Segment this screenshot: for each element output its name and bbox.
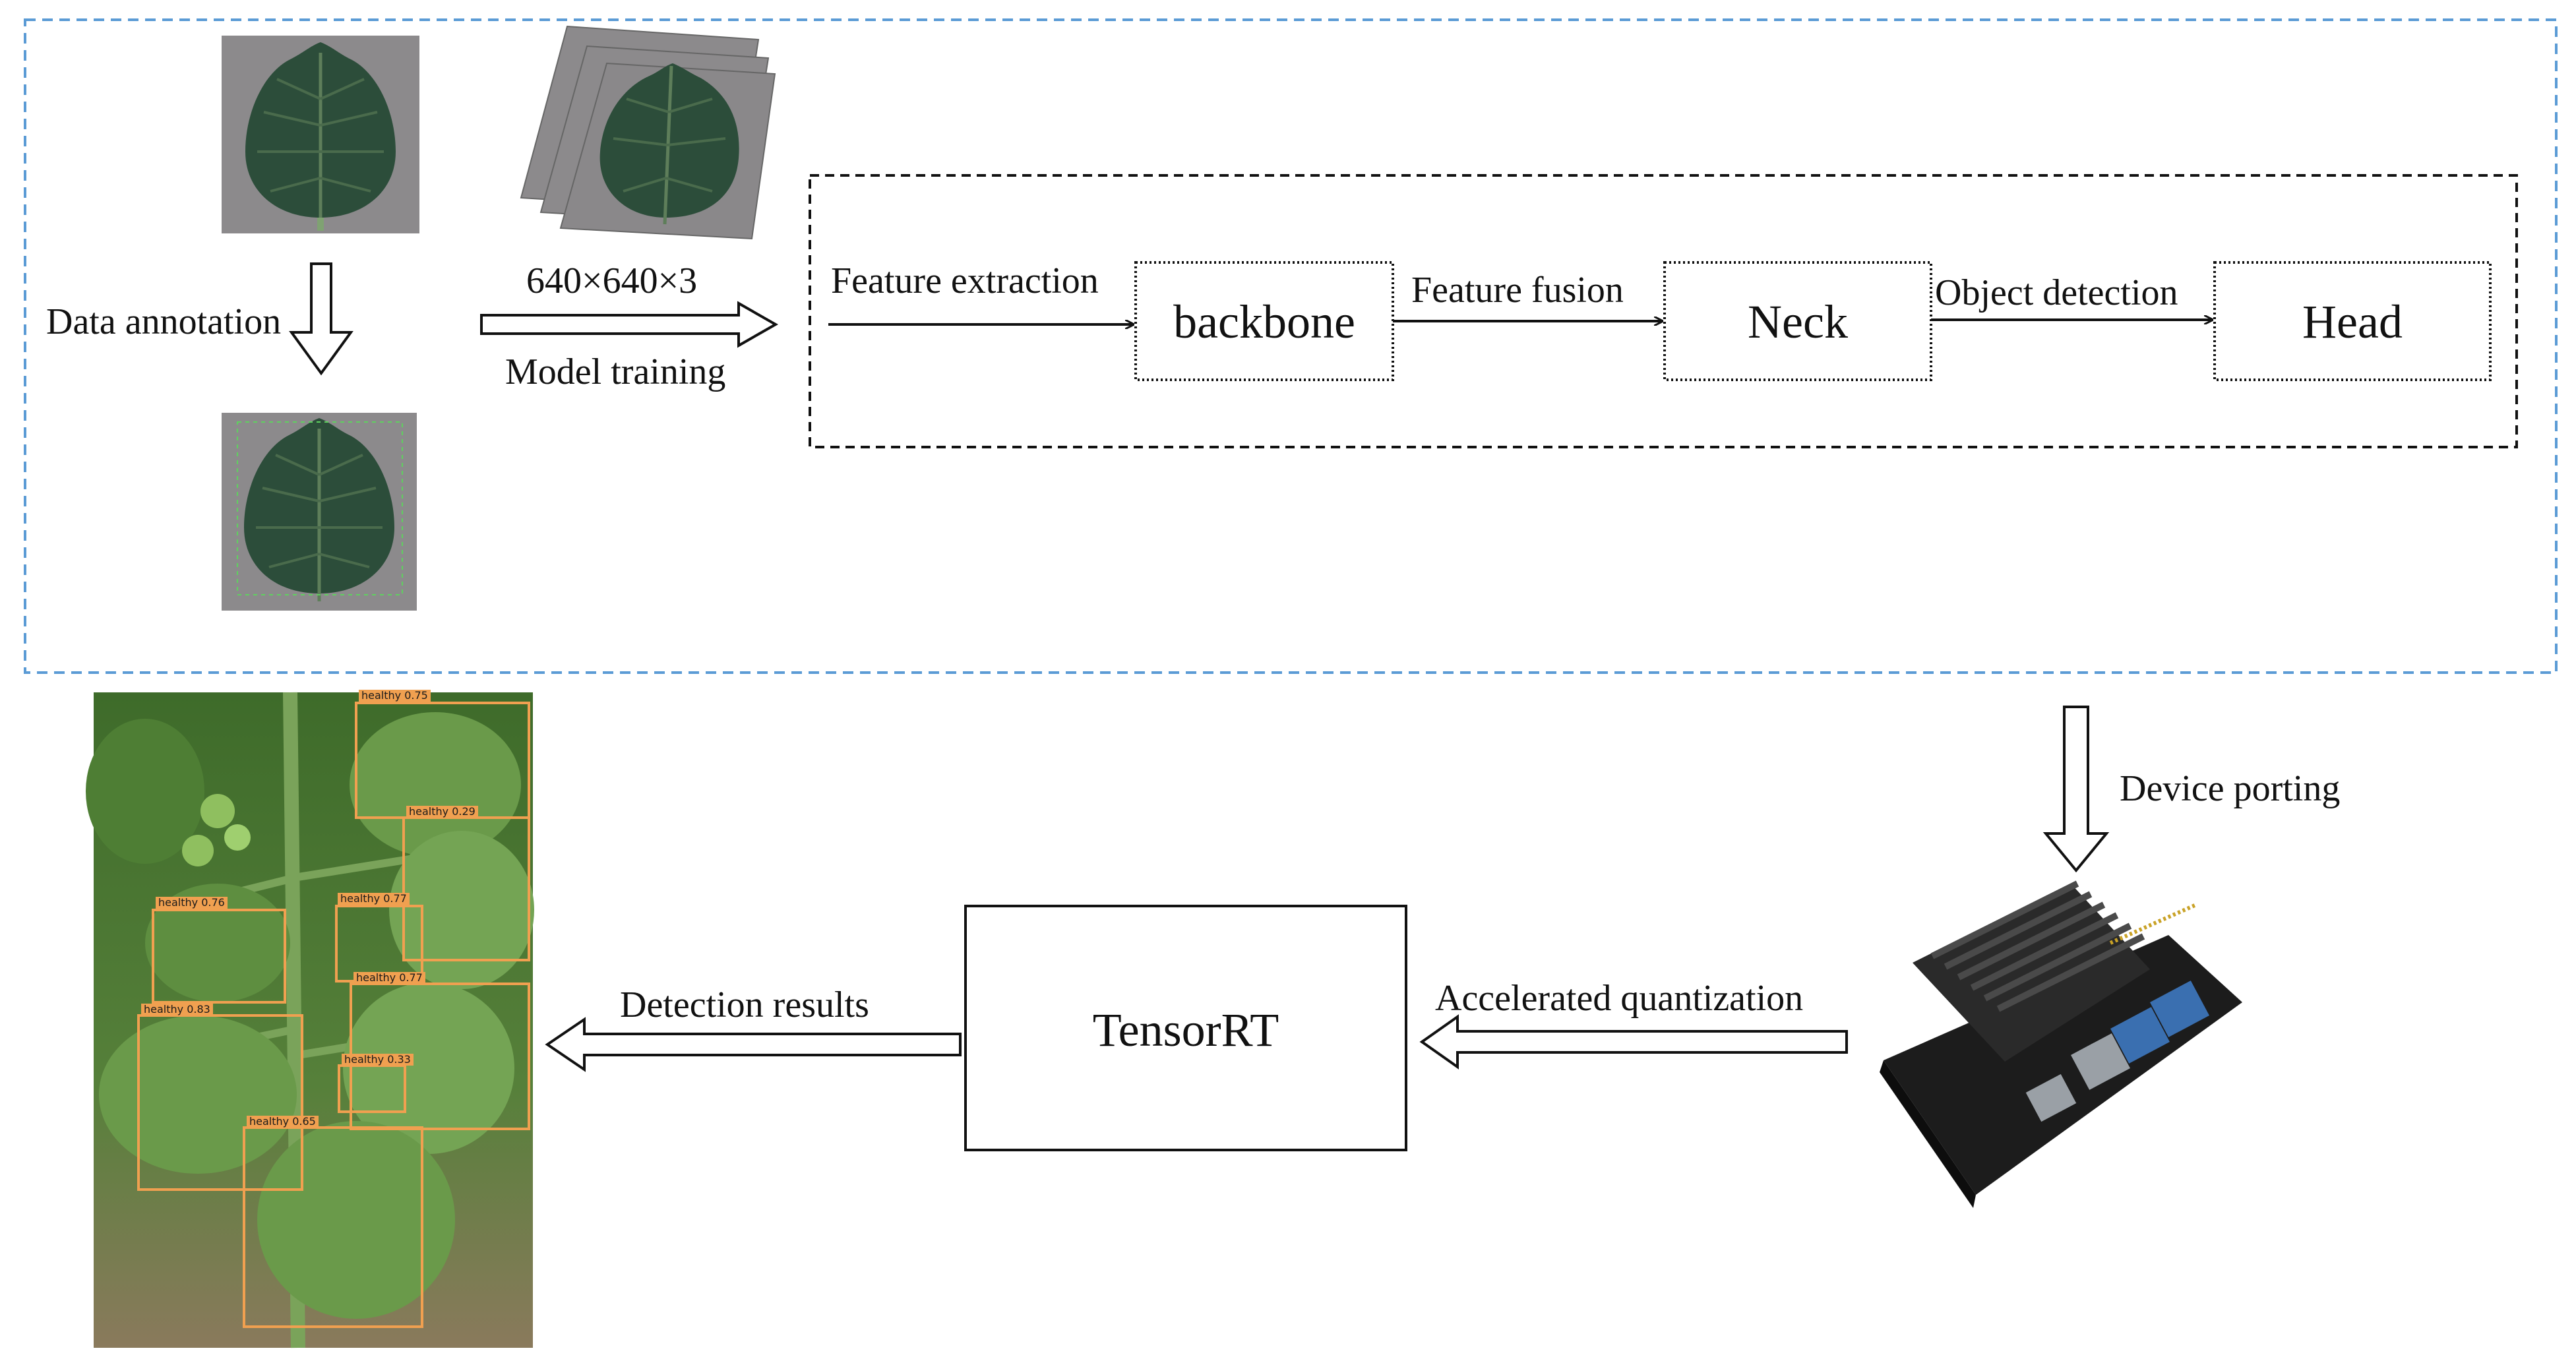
backbone-box <box>1134 261 1394 381</box>
data-annotation-arrow <box>289 262 353 376</box>
detection-box <box>402 816 530 961</box>
training-image-stack <box>520 25 776 240</box>
model-training-label: Model training <box>505 351 726 392</box>
detection-label: healthy 0.75 <box>359 690 431 702</box>
feature-extraction-label: Feature extraction <box>831 260 1099 301</box>
device-porting-arrow <box>2042 706 2110 873</box>
detection-boxes <box>137 702 530 1328</box>
detection-box <box>152 909 286 1004</box>
head-label: Head <box>2302 295 2403 348</box>
detection-label: healthy 0.77 <box>338 893 410 905</box>
detection-box <box>243 1126 423 1328</box>
object-detection-label: Object detection <box>1935 272 2178 313</box>
detection-results-arrow-shape <box>545 1017 962 1072</box>
neck-label: Neck <box>1748 295 1848 348</box>
accelerated-quantization-arrow-shape <box>1419 1014 1848 1070</box>
detection-label: healthy 0.29 <box>406 806 478 818</box>
input-size-label: 640×640×3 <box>526 260 698 301</box>
detection-results-label: Detection results <box>620 984 869 1025</box>
model-training-arrow <box>480 301 779 348</box>
detection-label: healthy 0.33 <box>342 1054 414 1066</box>
tensorrt-box <box>964 905 1407 1151</box>
detection-label: healthy 0.83 <box>141 1004 213 1015</box>
head-box <box>2213 261 2492 381</box>
device-porting-label: Device porting <box>2120 768 2341 809</box>
detection-label: healthy 0.65 <box>247 1116 319 1128</box>
jetson-board-image <box>1880 880 2242 1208</box>
leaf-photo-annotated <box>222 413 417 611</box>
detection-label: healthy 0.77 <box>353 972 425 984</box>
detection-result-photo <box>86 692 534 1348</box>
tensorrt-label: TensorRT <box>1092 1004 1279 1056</box>
detection-box <box>137 1014 303 1191</box>
model-architecture-border <box>809 174 2518 448</box>
detection-label: healthy 0.76 <box>156 897 228 909</box>
data-annotation-label: Data annotation <box>46 301 282 342</box>
backbone-label: backbone <box>1173 295 1355 348</box>
accelerated-quantization-label: Accelerated quantization <box>1435 978 1804 1019</box>
feature-fusion-label: Feature fusion <box>1411 270 1624 311</box>
detection-box <box>338 1064 406 1113</box>
training-region-border <box>24 18 2558 674</box>
leaf-photo-original <box>222 36 419 233</box>
